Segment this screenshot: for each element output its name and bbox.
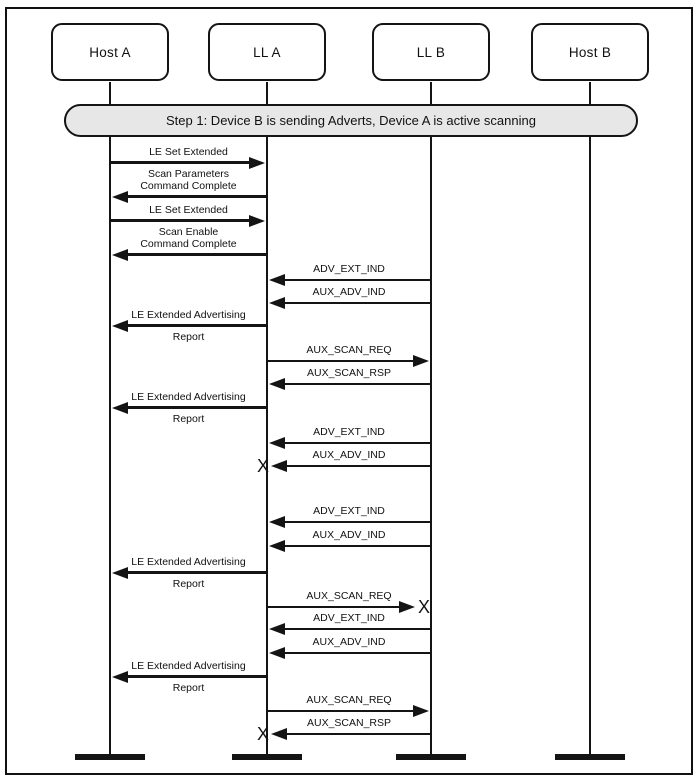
arrowhead-left-icon xyxy=(269,647,285,659)
message-line xyxy=(110,161,251,164)
message-label: LE Extended Advertising xyxy=(131,660,246,672)
arrowhead-left-icon xyxy=(269,437,285,449)
step-banner-label: Step 1: Device B is sending Adverts, Dev… xyxy=(166,113,536,128)
message-label: AUX_ADV_IND xyxy=(312,529,386,541)
lifeline-ll_b xyxy=(430,82,432,757)
message-line xyxy=(267,606,401,608)
message-label: AUX_SCAN_REQ xyxy=(306,694,392,706)
message-label: LE Set Extended xyxy=(149,204,228,216)
message-label: ADV_EXT_IND xyxy=(313,426,385,438)
message-line xyxy=(126,675,267,678)
lifeline-end-ll_a xyxy=(232,754,302,760)
lifeline-end-host_a xyxy=(75,754,145,760)
arrowhead-left-icon xyxy=(269,378,285,390)
message-line xyxy=(126,324,267,327)
lifeline-host_b xyxy=(589,82,591,757)
arrowhead-right-icon xyxy=(413,705,429,717)
message-line xyxy=(283,545,431,547)
arrowhead-left-icon xyxy=(269,540,285,552)
actor-box-ll_a: LL A xyxy=(208,23,326,81)
message-line xyxy=(126,571,267,574)
actor-label-ll_a: LL A xyxy=(253,44,281,60)
lost-message-x-mark: X xyxy=(256,456,269,476)
message-label: Command Complete xyxy=(140,238,237,250)
message-label: Report xyxy=(172,578,205,590)
message-label: AUX_SCAN_REQ xyxy=(306,344,392,356)
step-banner: Step 1: Device B is sending Adverts, Dev… xyxy=(64,104,638,137)
arrowhead-right-icon xyxy=(413,355,429,367)
message-label: LE Extended Advertising xyxy=(131,556,246,568)
actor-label-host_b: Host B xyxy=(568,44,612,60)
arrowhead-right-icon xyxy=(249,215,265,227)
message-label: LE Extended Advertising xyxy=(131,391,246,403)
message-label: AUX_ADV_IND xyxy=(312,449,386,461)
actor-label-ll_b: LL B xyxy=(416,44,446,60)
message-label: Report xyxy=(172,331,205,343)
actor-label-host_a: Host A xyxy=(89,44,131,60)
actor-box-host_b: Host B xyxy=(531,23,649,81)
message-label: Scan Parameters xyxy=(147,168,230,180)
message-label: ADV_EXT_IND xyxy=(313,263,385,275)
arrowhead-left-icon xyxy=(112,567,128,579)
message-label: ADV_EXT_IND xyxy=(313,505,385,517)
arrowhead-left-icon xyxy=(112,320,128,332)
lost-message-x-mark: X xyxy=(417,597,430,617)
message-line xyxy=(285,733,431,735)
arrowhead-left-icon xyxy=(269,274,285,286)
arrowhead-left-icon xyxy=(269,297,285,309)
lost-message-x-mark: X xyxy=(256,724,269,744)
message-label: Scan Enable xyxy=(158,226,219,238)
arrowhead-right-icon xyxy=(399,601,415,613)
message-line xyxy=(283,383,431,385)
message-line xyxy=(283,442,431,444)
message-label: Report xyxy=(172,413,205,425)
lifeline-end-host_b xyxy=(555,754,625,760)
arrowhead-left-icon xyxy=(112,191,128,203)
arrowhead-right-icon xyxy=(249,157,265,169)
message-line xyxy=(285,465,431,467)
message-line xyxy=(110,219,251,222)
message-label: Report xyxy=(172,682,205,694)
lifeline-host_a xyxy=(109,82,111,757)
message-line xyxy=(126,253,267,256)
message-line xyxy=(267,360,415,362)
lifeline-end-ll_b xyxy=(396,754,466,760)
lifeline-ll_a xyxy=(266,82,268,757)
diagram-frame xyxy=(5,7,693,775)
message-line xyxy=(267,710,415,712)
message-label: AUX_SCAN_REQ xyxy=(306,590,392,602)
arrowhead-left-icon xyxy=(269,516,285,528)
actor-box-ll_b: LL B xyxy=(372,23,490,81)
message-line xyxy=(283,279,431,281)
arrowhead-left-icon xyxy=(269,623,285,635)
message-label: AUX_ADV_IND xyxy=(312,286,386,298)
arrowhead-left-icon xyxy=(112,402,128,414)
message-line xyxy=(283,521,431,523)
message-line xyxy=(126,406,267,409)
message-label: ADV_EXT_IND xyxy=(313,612,385,624)
message-line xyxy=(126,195,267,198)
actor-box-host_a: Host A xyxy=(51,23,169,81)
message-line xyxy=(283,302,431,304)
arrowhead-left-icon xyxy=(271,728,287,740)
message-label: Command Complete xyxy=(140,180,237,192)
message-label: AUX_ADV_IND xyxy=(312,636,386,648)
arrowhead-left-icon xyxy=(112,249,128,261)
arrowhead-left-icon xyxy=(271,460,287,472)
message-label: LE Set Extended xyxy=(149,146,228,158)
message-line xyxy=(283,652,431,654)
arrowhead-left-icon xyxy=(112,671,128,683)
message-line xyxy=(283,628,431,630)
message-label: AUX_SCAN_RSP xyxy=(306,367,392,379)
message-label: AUX_SCAN_RSP xyxy=(306,717,392,729)
message-label: LE Extended Advertising xyxy=(131,309,246,321)
